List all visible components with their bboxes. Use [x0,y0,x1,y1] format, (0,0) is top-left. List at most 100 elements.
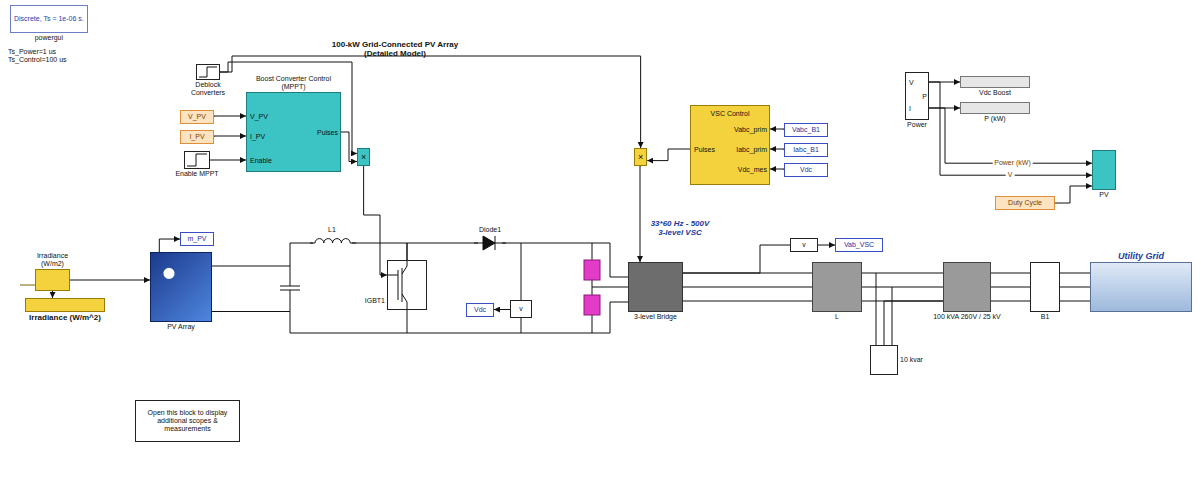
phase-wire [683,301,812,302]
power-wire [212,243,407,266]
from-tag: V_PV [180,110,214,124]
goto-tag: Vdc [466,303,494,317]
igbt-gate-bar [398,270,399,300]
pv-array: PV Array [150,252,212,322]
block-label: I_PV [250,133,265,141]
capacitor-bank-wire [892,287,893,345]
signal-line [770,129,784,130]
from-tag: Iabc_B1 [784,143,828,157]
block-label: Vabc_prim [734,126,767,134]
block-label: Boost Converter Control (MPPT) [248,75,340,91]
block-label: Enable [250,157,272,165]
dc-capacitor [584,260,600,280]
capacitor-wire [290,290,291,312]
product-block: × [634,148,647,166]
igbt-wire [407,310,408,333]
goto-tag: Vab_VSC [835,238,883,252]
from-tag: Duty Cycle [995,196,1055,210]
vsc-control-subsystem: VSC ControlVabc_primIabc_primVdc_mesPuls… [690,105,770,185]
from-tag: I_PV [180,130,214,144]
block-label: 10 kvar [900,356,923,364]
diagram-title: 100-kW Grid-Connected PV Array (Detailed… [315,40,475,58]
block-label: Discrete, Ts = 1e-06 s. [14,15,84,23]
mppt-control-subsystem: Boost Converter Control (MPPT)V_PVI_PVEn… [246,92,341,172]
block-label: Pulses [317,129,338,137]
signal-line [640,166,642,262]
from-tag: Vabc_B1 [784,123,828,137]
block-label: PV [1099,191,1108,199]
block-label: Irradiance (W/m2) [27,252,79,268]
block-label: Vdc [474,305,486,313]
block-label: Vab_VSC [844,241,874,249]
signal-line [929,82,1092,175]
block-label: V_PV [250,113,268,121]
signal-line [647,149,690,161]
block-label: m_PV [187,235,206,243]
power-wire [683,287,812,288]
block-label: P (kW) [984,115,1005,123]
three-level-bridge: 3-level Bridge [628,262,683,312]
step-icon [187,154,207,166]
goto-tag: m_PV [180,232,214,246]
block-label: Irradiance (W/m^2) [29,313,101,322]
block-label: v [519,305,523,313]
power-wire [407,243,628,277]
block-label: I_PV [189,133,204,141]
block-label: Pulses [694,146,715,154]
signal-line [1055,186,1092,203]
diode-lead [474,243,483,244]
neutral-wire [592,287,628,288]
measurement-wire [521,243,522,300]
power-wire [683,245,790,273]
signal-line [341,132,357,162]
block-label: 3-level Bridge [634,313,677,321]
block-label: Open this block to display additional sc… [139,409,237,433]
display-block: P (kW) [960,102,1030,114]
voltage-measurement: v [510,300,532,318]
block-label: Vdc_mes [738,166,767,174]
block-label: I [909,105,911,113]
block-label: B1 [1041,313,1050,321]
block-label: × [638,152,643,162]
block-label: v [802,241,806,249]
block-label: × [361,152,366,162]
display-block: Irradiance (W/m^2) [25,298,105,312]
igbt-leads [402,260,407,310]
block-label: V [909,79,914,87]
igbt-gate [387,275,398,276]
block-label: Vdc Boost [979,89,1011,97]
signal-line [929,108,1092,163]
annotation-label: Ts_Power=1 us [8,48,56,56]
phase-wire [991,301,1030,302]
power-wire [212,302,628,333]
signal-builder: Irradiance (W/m2) [35,269,70,291]
utility-grid: Utility Grid [1090,262,1192,312]
block-label: IGBT1 [365,297,385,305]
diode-symbol [483,236,495,250]
phase-wire [1060,301,1090,302]
block-label: L [835,313,839,321]
bus-b1: B1 [1030,262,1060,312]
phase-wire [991,273,1030,274]
block-label: PV Array [167,323,195,331]
capacitor-wire [290,266,291,286]
step-block: Enable MPPT [184,151,210,169]
powergui-block: Discrete, Ts = 1e-06 s.powergui [10,5,88,33]
power-measurement-block: PowerVIP [905,72,929,120]
block-label: Enable MPPT [175,170,218,178]
phase-wire [1060,273,1090,274]
block-label: VSC Control [711,110,750,118]
block-label: powergui [35,34,63,42]
inductor-l1 [310,239,356,243]
signal-line [70,280,150,281]
display-block: Vdc Boost [960,76,1030,88]
signal-line [214,116,246,117]
signal-line [770,169,784,170]
signal-label: V [1006,171,1015,179]
dc-capacitor [584,295,600,315]
signal-label: Power (kW) [992,159,1033,167]
block-label: Deblock Converters [178,81,238,97]
capacitor-bank: 10 kvar [870,345,898,375]
block-label: 100 kVA 260V / 25 kV [932,313,1002,321]
